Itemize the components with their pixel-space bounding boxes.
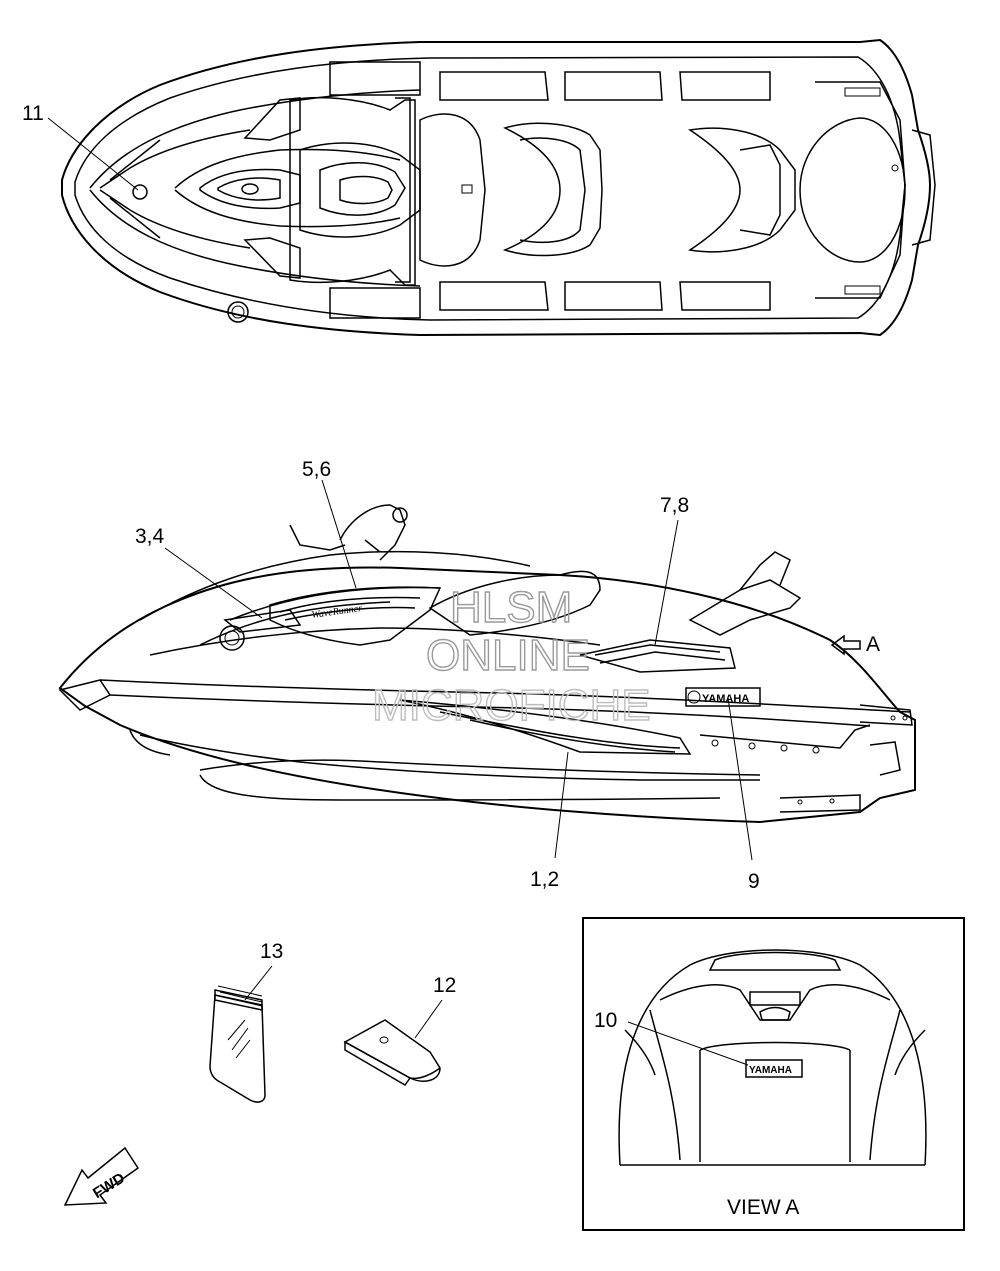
fwd-label: FWD bbox=[90, 1170, 128, 1203]
side-view-watercraft: WaveRunner YAMAHA bbox=[58, 504, 916, 824]
yamaha-rear-text: YAMAHA bbox=[749, 1065, 792, 1076]
callout-10: 10 bbox=[594, 1009, 617, 1032]
watermark-line1: HLSM bbox=[450, 583, 572, 632]
leader-12 bbox=[414, 999, 443, 1039]
callout-13: 13 bbox=[260, 940, 283, 963]
model-script-decal: WaveRunner bbox=[311, 603, 363, 621]
part-12-sleeve bbox=[343, 1019, 441, 1086]
callout-7-8: 7,8 bbox=[660, 494, 689, 517]
watermark-line2: ONLINE bbox=[426, 631, 590, 680]
yamaha-side-text: YAMAHA bbox=[702, 693, 749, 705]
leader-13 bbox=[244, 965, 273, 1001]
view-arrow-label: A bbox=[866, 633, 880, 656]
yamaha-rear-decal bbox=[745, 1059, 803, 1078]
view-direction-arrow bbox=[830, 634, 861, 656]
fwd-arrow: FWD bbox=[63, 1146, 140, 1206]
leader-9 bbox=[727, 697, 753, 861]
top-view-watercraft bbox=[61, 38, 936, 337]
view-a-rear-drawing: YAMAHA bbox=[618, 949, 927, 1166]
leader-7-8 bbox=[654, 519, 679, 646]
view-box-title: VIEW A bbox=[727, 1196, 799, 1219]
yamaha-side-decal bbox=[685, 687, 761, 707]
view-a-frame bbox=[582, 917, 965, 1231]
watermark-line3: MICROFICHE bbox=[372, 681, 651, 730]
leader-3-4 bbox=[164, 547, 263, 619]
callout-5-6: 5,6 bbox=[302, 458, 331, 481]
leader-5-6 bbox=[321, 479, 357, 589]
callout-11: 11 bbox=[22, 102, 44, 125]
leader-1-2 bbox=[554, 751, 569, 859]
leader-10 bbox=[627, 1021, 749, 1066]
leader-11 bbox=[47, 117, 139, 191]
callout-12: 12 bbox=[433, 974, 456, 997]
callout-3-4: 3,4 bbox=[135, 525, 165, 548]
watermark: HLSM ONLINE MICROFICHE bbox=[371, 582, 651, 730]
callout-9: 9 bbox=[748, 870, 760, 893]
part-13-pouch bbox=[209, 985, 266, 1103]
callout-1-2: 1,2 bbox=[530, 868, 559, 891]
